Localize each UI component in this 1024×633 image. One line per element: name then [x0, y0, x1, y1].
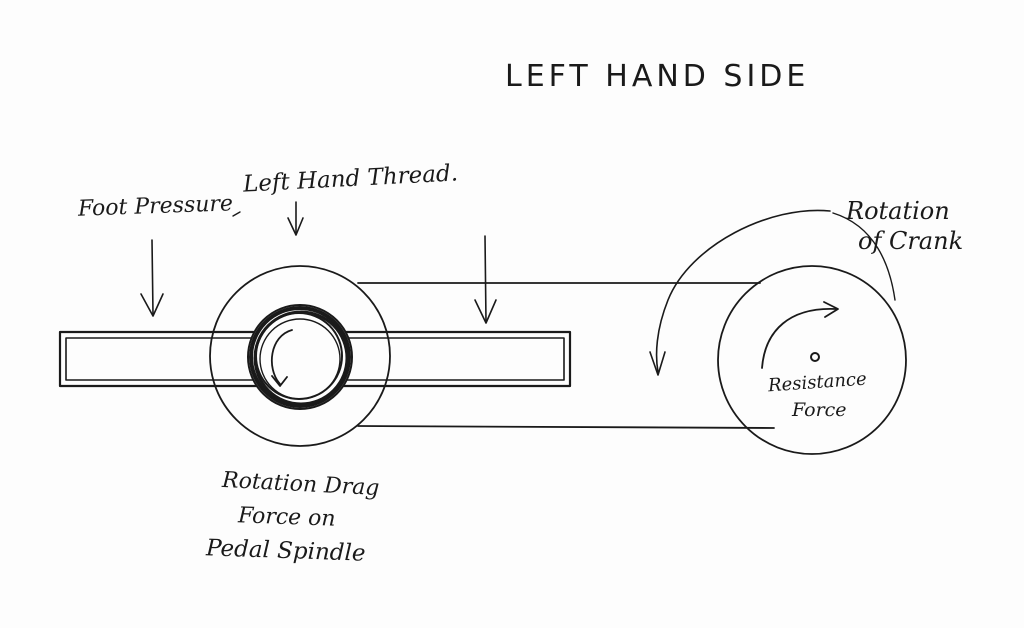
pencil-mark: [232, 211, 241, 217]
axle-center: [810, 352, 820, 362]
left-hand-thread-arrow: [287, 201, 304, 236]
foot-pressure-arrow: [140, 239, 164, 317]
label-drag-line2: Force on: [237, 503, 337, 532]
label-resistance-line2: Force: [792, 399, 847, 421]
label-foot-pressure: Foot Pressure: [77, 191, 234, 222]
resistance-arrow: [761, 301, 839, 369]
bottom-bracket-circle: [717, 265, 907, 455]
crank-boss-circle: [209, 265, 391, 447]
rotation-of-crank-arrow: [649, 209, 896, 376]
crank-arm: [357, 282, 775, 429]
pedal-pressure-arrow: [474, 235, 497, 324]
label-rotation-of-crank-line2: of Crank: [858, 227, 964, 255]
diagram-title: LEFT HAND SIDE: [505, 59, 810, 94]
label-rotation-of-crank-line1: Rotation: [846, 197, 950, 225]
label-drag-line3: Pedal Spindle: [205, 535, 366, 567]
pedal-spindle: [247, 304, 353, 410]
